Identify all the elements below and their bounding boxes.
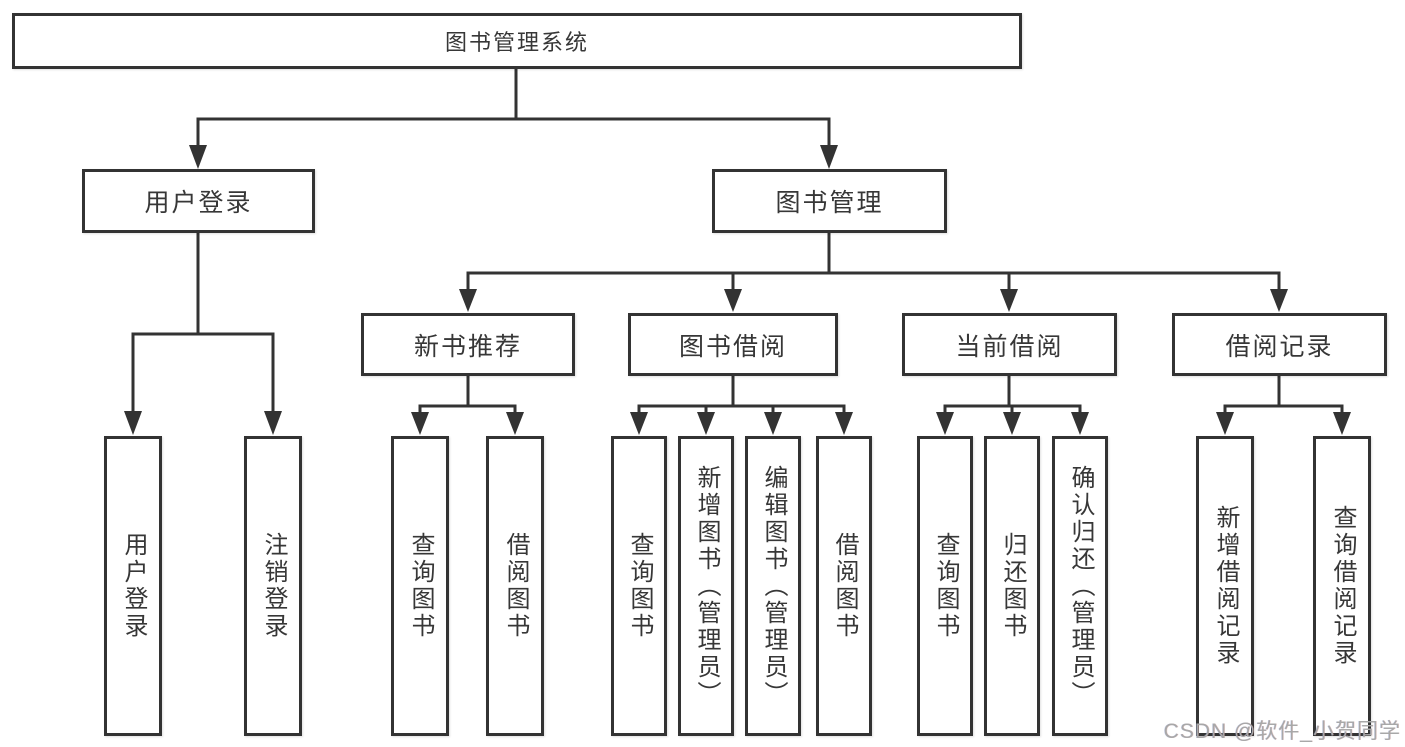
node-label: 图书管理 — [775, 189, 884, 217]
node-label: 新书推荐 — [413, 332, 522, 361]
leaf-add-book-admin: 新增图书（管理员） — [678, 436, 734, 736]
leaf-query-borrow-record: 查询借阅记录 — [1313, 436, 1371, 736]
node-label: 注销登录 — [260, 532, 287, 640]
csdn-watermark: CSDN @软件_小贺同学 — [1163, 720, 1401, 743]
node-label: 图书借阅 — [678, 332, 787, 361]
node-borrow-records: 借阅记录 — [1172, 313, 1387, 376]
node-label: 查询图书 — [626, 532, 653, 640]
leaf-borrow-books: 借阅图书 — [816, 436, 872, 736]
node-label: 借阅图书 — [502, 532, 529, 640]
node-library-management-system: 图书管理系统 — [12, 13, 1022, 69]
node-book-management: 图书管理 — [712, 169, 947, 233]
leaf-user-login: 用户登录 — [104, 436, 162, 736]
leaf-return-books: 归还图书 — [984, 436, 1040, 736]
leaf-add-borrow-record: 新增借阅记录 — [1196, 436, 1254, 736]
arrowheads — [124, 145, 1351, 435]
node-label: 用户登录 — [120, 532, 147, 640]
node-label: 确认归还（管理员） — [1067, 464, 1094, 708]
leaf-edit-book-admin: 编辑图书（管理员） — [745, 436, 801, 736]
node-label: 新增借阅记录 — [1212, 505, 1239, 667]
node-label: 借阅记录 — [1225, 332, 1334, 361]
node-label: 新增图书（管理员） — [693, 464, 720, 708]
node-label: 归还图书 — [999, 532, 1026, 640]
leaf-query-books-borrow: 查询图书 — [611, 436, 667, 736]
node-label: 查询图书 — [407, 532, 434, 640]
node-current-borrow: 当前借阅 — [902, 313, 1117, 376]
node-label: 编辑图书（管理员） — [760, 464, 787, 708]
leaf-borrow-books-recommend: 借阅图书 — [486, 436, 544, 736]
node-book-borrow: 图书借阅 — [628, 313, 838, 376]
node-label: 当前借阅 — [955, 332, 1064, 361]
node-label: 查询图书 — [932, 532, 959, 640]
leaf-query-books-current: 查询图书 — [917, 436, 973, 736]
node-label: 查询借阅记录 — [1329, 505, 1356, 667]
node-new-book-recommend: 新书推荐 — [361, 313, 575, 376]
node-label: 借阅图书 — [831, 532, 858, 640]
node-user-login: 用户登录 — [82, 169, 315, 233]
leaf-query-books-recommend: 查询图书 — [391, 436, 449, 736]
leaf-logout: 注销登录 — [244, 436, 302, 736]
node-label: 图书管理系统 — [444, 30, 589, 55]
node-label: 用户登录 — [144, 189, 253, 217]
leaf-confirm-return-admin: 确认归还（管理员） — [1052, 436, 1108, 736]
